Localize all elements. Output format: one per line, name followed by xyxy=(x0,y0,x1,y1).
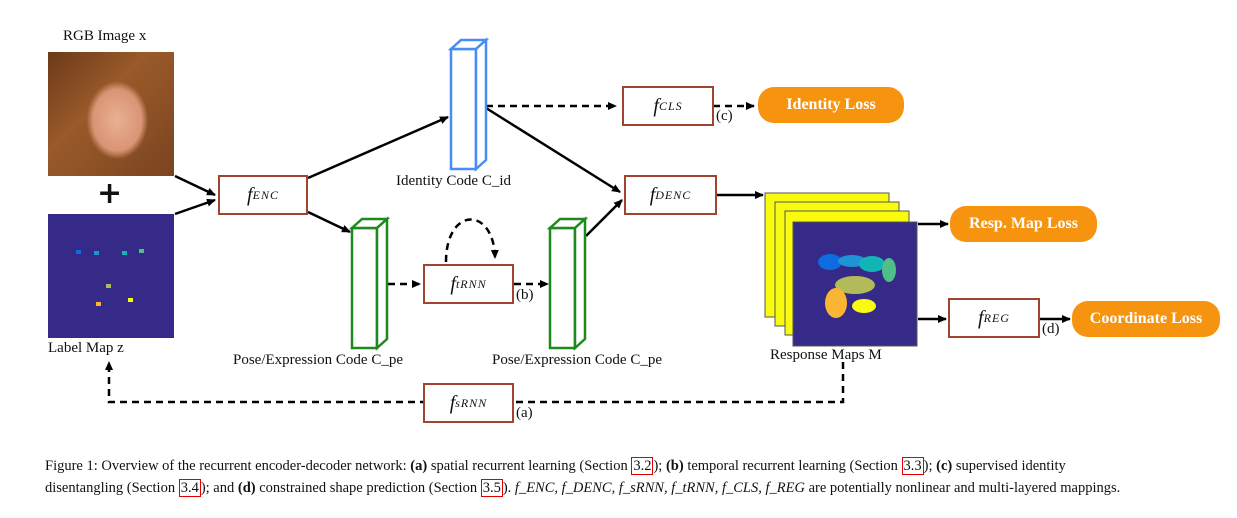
pose-code-bar-1 xyxy=(348,216,391,351)
tag-d: (d) xyxy=(1042,321,1060,337)
caption-text: ); xyxy=(653,458,666,474)
pose-code-label-1: Pose/Expression Code C_pe xyxy=(233,352,403,368)
caption-text: supervised identity xyxy=(952,458,1066,474)
arrow-identity-to-denc xyxy=(485,106,621,194)
module-symbol: f xyxy=(649,183,656,206)
rgb-face-image xyxy=(48,52,174,176)
caption-text: ); and xyxy=(200,480,238,496)
pose-code-bar-2 xyxy=(546,216,589,351)
tag-a: (a) xyxy=(516,405,533,421)
section-ref-link[interactable]: 3.5 xyxy=(480,479,503,497)
caption-text: Figure 1: Overview of the recurrent enco… xyxy=(45,458,411,474)
section-ref-link[interactable]: 3.4 xyxy=(178,479,201,497)
module-subscript: ENC xyxy=(252,187,279,202)
trnn-self-loop xyxy=(444,218,499,263)
landmark-dot xyxy=(106,284,111,288)
landmark-dot xyxy=(94,251,99,255)
landmark-dot xyxy=(76,250,81,254)
label-map-label: Label Map z xyxy=(48,340,124,356)
response-maps-label: Response Maps M xyxy=(770,347,882,363)
caption-text: are potentially nonlinear and multi-laye… xyxy=(804,480,1121,496)
caption-line-1: Figure 1: Overview of the recurrent enco… xyxy=(45,455,1225,477)
caption-marker-b: (b) xyxy=(665,458,684,474)
figure-caption: Figure 1: Overview of the recurrent enco… xyxy=(45,455,1225,499)
module-symbol: f xyxy=(450,272,456,295)
response-maps-stack xyxy=(764,192,918,347)
caption-text: temporal recurrent learning (Section xyxy=(683,458,902,474)
module-subscript: sRNN xyxy=(455,395,488,410)
module-subscript: REG xyxy=(983,310,1010,325)
caption-line-2: disentangling (Section 3.4); and (d) con… xyxy=(45,477,1225,499)
arrow-enc-to-pose xyxy=(307,210,351,234)
landmark-dot xyxy=(96,302,101,306)
landmark-dot xyxy=(139,249,144,253)
identity-code-bar xyxy=(447,37,490,172)
caption-marker-c: (c) xyxy=(936,458,953,474)
caption-function-list: f_ENC, f_DENC, f_sRNN, f_tRNN, f_CLS, f_… xyxy=(514,480,805,496)
identity-loss: Identity Loss xyxy=(758,87,904,123)
caption-text: constrained shape prediction (Section xyxy=(255,480,481,496)
module-subscript: tRNN xyxy=(455,276,487,291)
caption-text: ); xyxy=(923,458,937,474)
module-subscript: DENC xyxy=(655,187,692,202)
section-ref-link[interactable]: 3.3 xyxy=(901,457,924,475)
resp-map-loss: Resp. Map Loss xyxy=(950,206,1097,242)
section-ref-link[interactable]: 3.2 xyxy=(631,457,654,475)
pose-code-label-2: Pose/Expression Code C_pe xyxy=(492,352,662,368)
tag-c: (c) xyxy=(716,108,733,124)
label-map-image xyxy=(48,214,174,338)
caption-text: disentangling (Section xyxy=(45,480,179,496)
landmark-dot xyxy=(128,298,133,302)
module-symbol: f xyxy=(653,94,659,117)
arrow-enc-to-identity xyxy=(307,115,449,180)
arrow-pose-to-denc xyxy=(585,199,623,237)
arrow-label-to-enc xyxy=(174,198,216,216)
identity-code-label: Identity Code C_id xyxy=(396,173,511,189)
rgb-image-label: RGB Image x xyxy=(63,28,147,44)
caption-text: spatial recurrent learning (Section xyxy=(427,458,632,474)
plus-sign: + xyxy=(97,176,123,211)
module-symbol: f xyxy=(978,306,984,329)
arrow-rgb-to-enc xyxy=(174,174,216,197)
caption-marker-d: (d) xyxy=(237,480,256,496)
coordinate-loss: Coordinate Loss xyxy=(1072,301,1220,337)
module-symbol: f xyxy=(247,183,253,206)
module-symbol: f xyxy=(449,391,456,414)
module-subscript: CLS xyxy=(658,98,683,113)
caption-marker-a: (a) xyxy=(410,458,428,474)
caption-text: ). xyxy=(502,480,515,496)
landmark-dot xyxy=(122,251,127,255)
tag-b: (b) xyxy=(516,287,534,303)
srnn-feedback-loop xyxy=(105,361,845,404)
